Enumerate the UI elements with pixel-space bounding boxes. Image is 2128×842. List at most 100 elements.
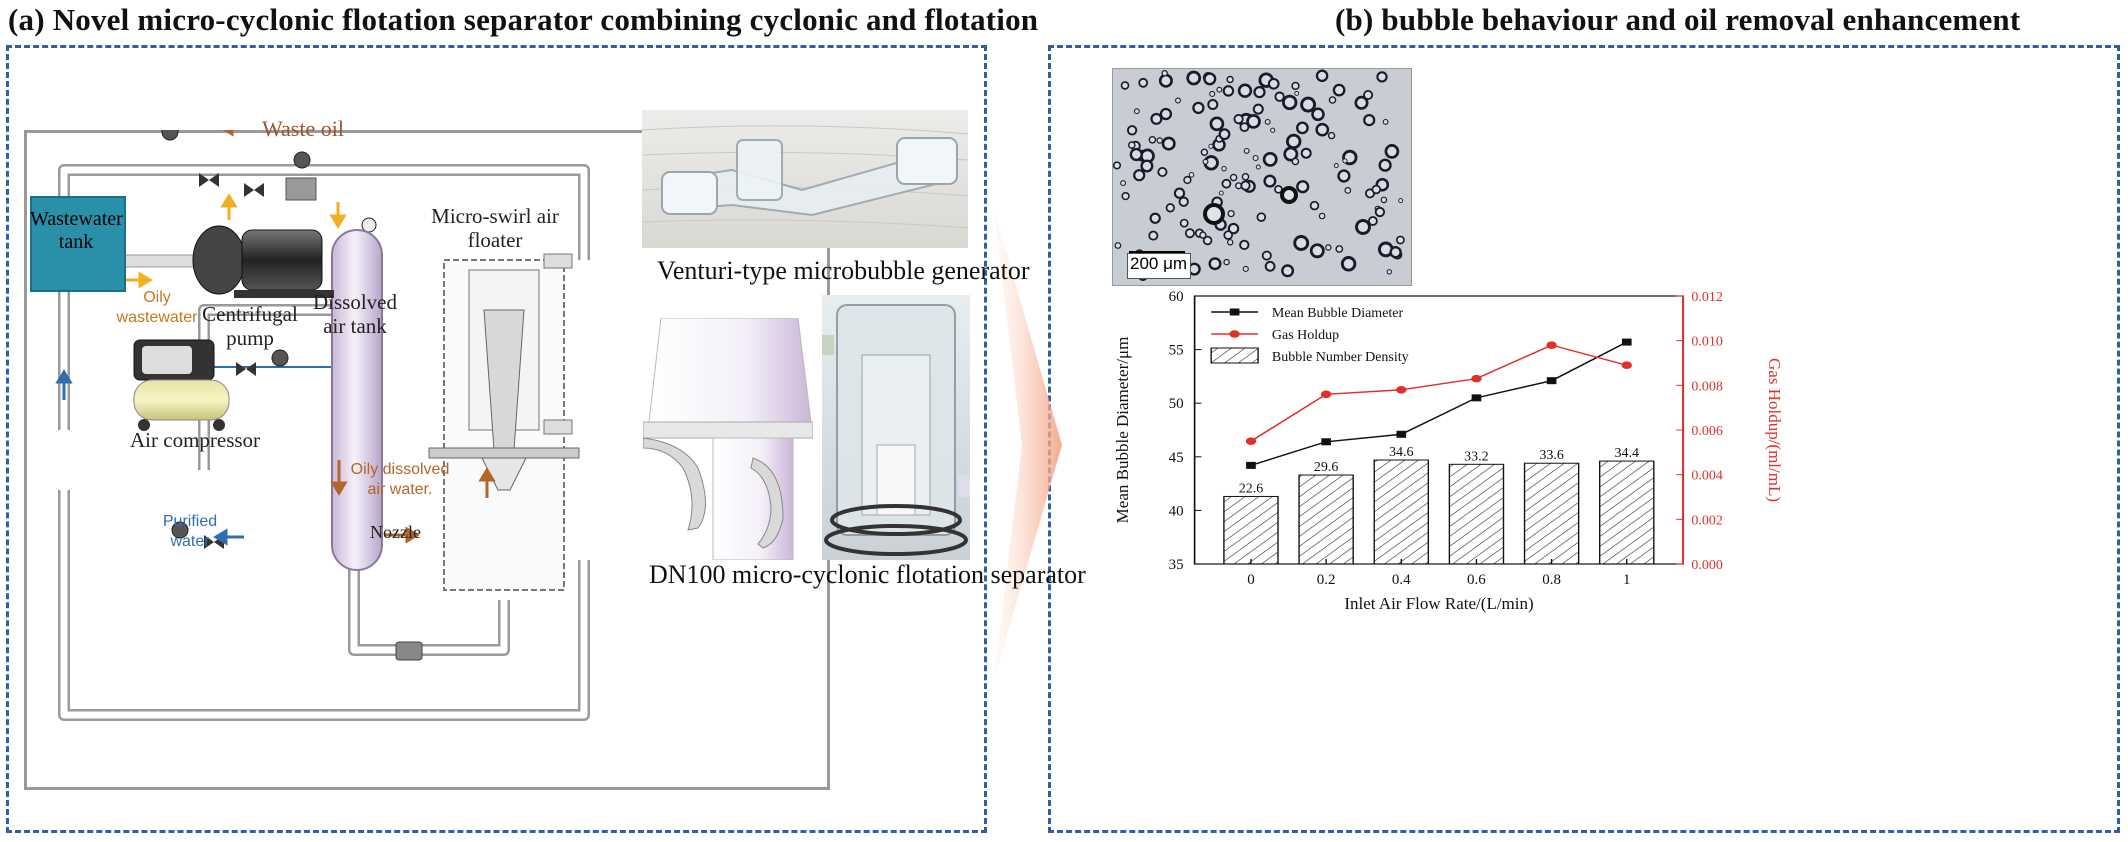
bubble — [1161, 136, 1176, 151]
y2-axis-label: Gas Holdup/(ml/mL) — [1765, 358, 1784, 502]
bubble — [1281, 94, 1298, 111]
bubble — [1264, 118, 1271, 125]
bubble — [1335, 245, 1344, 253]
y-tick-label: 60 — [1169, 289, 1184, 305]
bubble — [1200, 148, 1209, 156]
y-axis-label: Mean Bubble Diameter/μm — [1113, 337, 1132, 524]
bubble — [1218, 190, 1224, 196]
legend-label: Mean Bubble Diameter — [1272, 306, 1404, 321]
legend-marker — [1229, 308, 1240, 316]
bubble — [1149, 212, 1161, 224]
panel-a-frame — [6, 45, 987, 833]
y-tick-label: 45 — [1169, 450, 1184, 466]
panel-a-title: (a) Novel micro-cyclonic flotation separ… — [8, 2, 1039, 37]
bubble — [1113, 161, 1122, 170]
scale-bar-label: 200 μm — [1130, 254, 1188, 273]
bubble — [1175, 97, 1181, 104]
bar-label: 34.4 — [1615, 446, 1639, 461]
bubble — [1309, 200, 1320, 211]
bubble — [1209, 116, 1225, 132]
bubble — [1252, 154, 1259, 162]
bubble — [1127, 141, 1136, 149]
bar-label: 29.6 — [1314, 460, 1338, 475]
bubble — [1148, 230, 1159, 241]
bar — [1448, 463, 1505, 565]
bubble — [1203, 72, 1217, 86]
bubble-micrograph: 200 μm — [1112, 68, 1412, 286]
bubble — [1208, 143, 1214, 149]
bubble — [1221, 166, 1227, 172]
micro-swirl-label: Micro-swirl air floater — [431, 204, 559, 252]
bubble — [1281, 264, 1295, 278]
venturi-caption: Venturi-type microbubble generator — [657, 256, 1030, 285]
bubble — [1186, 70, 1202, 86]
bubble — [1262, 151, 1278, 167]
bubble — [1246, 114, 1261, 129]
bubble — [1274, 185, 1283, 194]
bar — [1599, 460, 1655, 565]
bubble — [1293, 235, 1310, 251]
bubble — [1237, 83, 1253, 98]
bubble — [1226, 239, 1234, 246]
series-point — [1396, 386, 1407, 394]
bubble — [1202, 235, 1213, 246]
bubble — [1311, 107, 1325, 122]
wastewater-tank — [30, 196, 126, 292]
bubble — [1300, 96, 1317, 113]
bubble — [1294, 90, 1300, 96]
series-point — [1546, 341, 1557, 349]
bubble — [1328, 96, 1337, 104]
bubble — [1333, 163, 1339, 168]
separator-photo — [822, 295, 970, 560]
bubble — [1222, 85, 1235, 97]
bubble — [1264, 260, 1276, 272]
bubble-micrograph-image — [1113, 69, 1405, 282]
x-tick-label: 0.8 — [1542, 572, 1561, 588]
bubble — [1382, 118, 1389, 125]
bubble — [1315, 69, 1329, 83]
bubble — [1216, 86, 1223, 93]
bubble — [1133, 108, 1140, 115]
bubble — [1140, 159, 1154, 173]
bubble — [1241, 173, 1250, 181]
chart-plot-group: 3540455055600.0000.0020.0040.0060.0080.0… — [1169, 289, 1723, 588]
bubble — [1389, 246, 1402, 259]
bubble — [1384, 144, 1400, 159]
bubble — [1227, 222, 1240, 235]
bubble — [1395, 235, 1405, 245]
bubble — [1344, 186, 1352, 194]
bubble — [1386, 269, 1392, 275]
y2-tick-label: 0.008 — [1691, 379, 1722, 394]
air-compressor-label: Air compressor — [130, 428, 261, 452]
bubble-large — [1280, 186, 1298, 204]
bubble — [1291, 157, 1300, 166]
purified-water-label: Purified water — [162, 513, 218, 550]
bubble — [1157, 167, 1168, 178]
bubble — [1178, 196, 1189, 207]
bubble — [1380, 196, 1388, 204]
series-point — [1621, 361, 1632, 370]
process-schematic — [55, 130, 590, 721]
bubble — [1327, 131, 1336, 140]
bubble — [1267, 77, 1280, 90]
bar-label: 34.6 — [1389, 445, 1413, 460]
series-point — [1546, 377, 1557, 385]
bar — [1298, 474, 1354, 565]
bubble — [1342, 158, 1348, 164]
bubble — [1184, 228, 1195, 239]
bubble — [1398, 198, 1404, 204]
bubble — [1114, 242, 1122, 249]
series-point — [1245, 437, 1257, 445]
bubble — [1159, 107, 1173, 121]
bubble — [1150, 112, 1163, 125]
series-point — [1246, 461, 1256, 469]
y2-tick-label: 0.000 — [1691, 558, 1722, 573]
y-tick-label: 50 — [1169, 396, 1184, 412]
bar-label: 33.2 — [1464, 449, 1488, 464]
bubble — [1270, 127, 1276, 133]
bubble — [1121, 191, 1130, 201]
bubble — [1209, 90, 1216, 97]
bubble — [1291, 81, 1300, 91]
bubble — [1274, 91, 1285, 102]
bubble — [1183, 175, 1192, 185]
